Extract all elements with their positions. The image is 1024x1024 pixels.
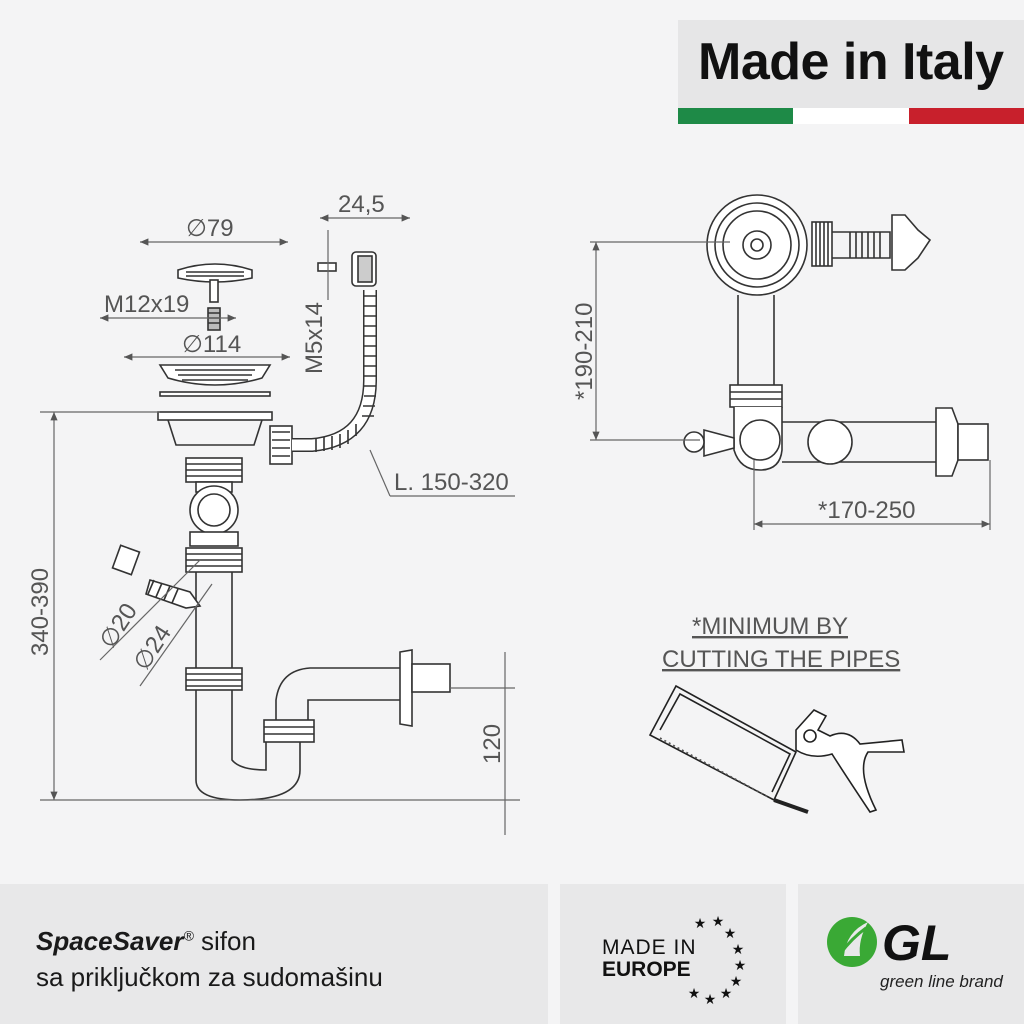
brand-logo: GL bbox=[882, 915, 951, 971]
europe-line-1: MADE IN bbox=[602, 936, 697, 959]
product-word: sifon bbox=[201, 926, 256, 956]
technical-drawing: ∅79 M12x19 ∅114 24,5 M5x14 L. 150-320 34… bbox=[27, 191, 991, 835]
made-in-europe-box: ★ ★ ★ ★ ★ ★ ★ ★ ★ MADE IN EUROPE bbox=[560, 884, 786, 1024]
dim-hose-fitting-width: 24,5 bbox=[338, 191, 385, 218]
svg-text:★: ★ bbox=[732, 941, 745, 957]
dishwasher-nozzle bbox=[111, 544, 202, 609]
made-in-italy-badge: Made in Italy bbox=[678, 20, 1024, 108]
brand-box: GL green line brand bbox=[798, 884, 1024, 1024]
svg-text:★: ★ bbox=[704, 991, 717, 1007]
siphon-body bbox=[185, 457, 301, 801]
hacksaw-icon bbox=[648, 684, 809, 814]
dim-nozzle-inner: ∅20 bbox=[94, 599, 143, 654]
top-view-assembly bbox=[683, 194, 989, 477]
note-line-1: *MINIMUM BY bbox=[692, 613, 848, 640]
dim-nozzle-outer: ∅24 bbox=[128, 621, 177, 676]
svg-text:★: ★ bbox=[730, 973, 743, 989]
flag-red bbox=[908, 108, 1024, 124]
dim-fitting-screw: M5x14 bbox=[301, 302, 328, 374]
dim-strainer-diameter: ∅79 bbox=[186, 215, 234, 242]
note-line-2: CUTTING THE PIPES bbox=[662, 646, 900, 673]
strainer-plug bbox=[177, 263, 253, 303]
italian-flag-stripe bbox=[678, 108, 1024, 124]
sink-flange bbox=[157, 364, 293, 465]
dim-overall-height: 340-390 bbox=[27, 568, 54, 656]
product-name-text: SpaceSaver bbox=[36, 926, 184, 956]
flexible-hose bbox=[292, 251, 377, 452]
dim-outlet-height: 120 bbox=[479, 724, 506, 764]
made-in-italy-text: Made in Italy bbox=[698, 33, 1004, 91]
brand-tagline: green line brand bbox=[880, 972, 1003, 991]
green-line-leaf-icon bbox=[827, 917, 877, 967]
svg-text:★: ★ bbox=[724, 925, 737, 941]
svg-text:★: ★ bbox=[688, 985, 701, 1001]
product-name: SpaceSaver® sifon bbox=[36, 926, 256, 957]
dim-hose-length: L. 150-320 bbox=[394, 469, 509, 496]
flag-green bbox=[678, 108, 794, 124]
dim-screw-size: M12x19 bbox=[104, 291, 189, 318]
svg-text:★: ★ bbox=[734, 957, 747, 973]
dim-top-view-width: *170-250 bbox=[818, 497, 915, 524]
product-info-box: SpaceSaver® sifon sa priključkom za sudo… bbox=[0, 884, 548, 1024]
svg-text:★: ★ bbox=[694, 915, 707, 931]
svg-text:★: ★ bbox=[720, 985, 733, 1001]
dim-top-view-height: *190-210 bbox=[571, 303, 598, 400]
pipe-cutter-icon bbox=[795, 709, 905, 813]
europe-line-2: EUROPE bbox=[602, 958, 691, 981]
eu-stars-icon: ★ ★ ★ ★ ★ ★ ★ ★ ★ bbox=[688, 913, 747, 1007]
svg-text:★: ★ bbox=[712, 913, 725, 929]
siphon-outlet bbox=[263, 649, 451, 743]
m12-screw bbox=[207, 307, 221, 331]
flag-white bbox=[793, 108, 909, 124]
registered-mark: ® bbox=[183, 927, 194, 944]
product-description: sa priključkom za sudomašinu bbox=[36, 962, 383, 992]
dim-flange-diameter: ∅114 bbox=[182, 331, 241, 358]
